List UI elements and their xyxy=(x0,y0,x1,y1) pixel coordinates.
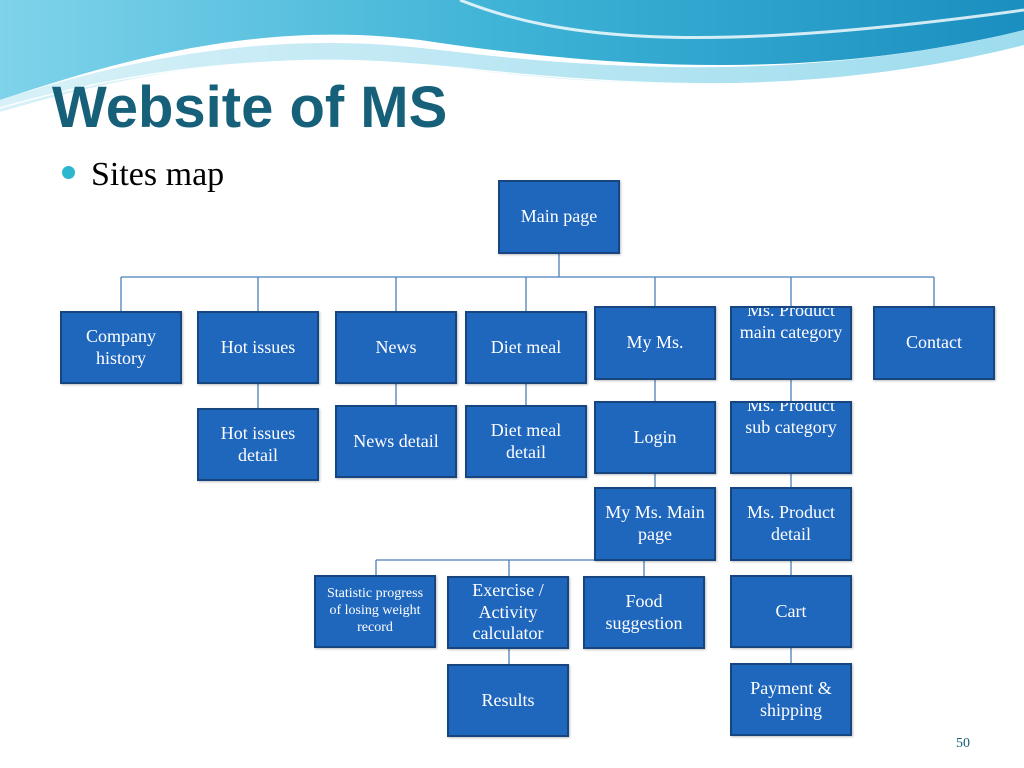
slide-title: Website of MS xyxy=(52,75,448,140)
node-news: News xyxy=(335,311,457,384)
node-results: Results xyxy=(447,664,569,737)
node-login: Login xyxy=(594,401,716,474)
node-hot-issues-detail: Hot issues detail xyxy=(197,408,319,481)
header-wave-decoration xyxy=(0,0,1024,112)
page-number: 50 xyxy=(956,736,970,751)
node-diet-meal: Diet meal xyxy=(465,311,587,384)
node-contact: Contact xyxy=(873,306,995,380)
node-ms-product-sub-category: Ms. Product sub category xyxy=(730,401,852,474)
node-ms-product-main-category: Ms. Product main category xyxy=(730,306,852,380)
node-news-detail: News detail xyxy=(335,405,457,478)
node-my-ms: My Ms. xyxy=(594,306,716,380)
bullet-item: Sites map xyxy=(62,156,224,194)
node-payment-shipping: Payment & shipping xyxy=(730,663,852,736)
node-company-history: Company history xyxy=(60,311,182,384)
bullet-icon xyxy=(62,165,75,179)
node-cart: Cart xyxy=(730,575,852,648)
node-food-suggestion: Food suggestion xyxy=(583,576,705,649)
node-statistic-progress: Statistic progress of losing weight reco… xyxy=(314,575,436,648)
node-diet-meal-detail: Diet meal detail xyxy=(465,405,587,478)
node-ms-product-detail: Ms. Product detail xyxy=(730,487,852,561)
node-hot-issues: Hot issues xyxy=(197,311,319,384)
bullet-text: Sites map xyxy=(91,156,225,193)
node-my-ms-main-page: My Ms. Main page xyxy=(594,487,716,561)
node-exercise-activity-calculator: Exercise / Activity calculator xyxy=(447,576,569,649)
node-main-page: Main page xyxy=(498,180,620,254)
